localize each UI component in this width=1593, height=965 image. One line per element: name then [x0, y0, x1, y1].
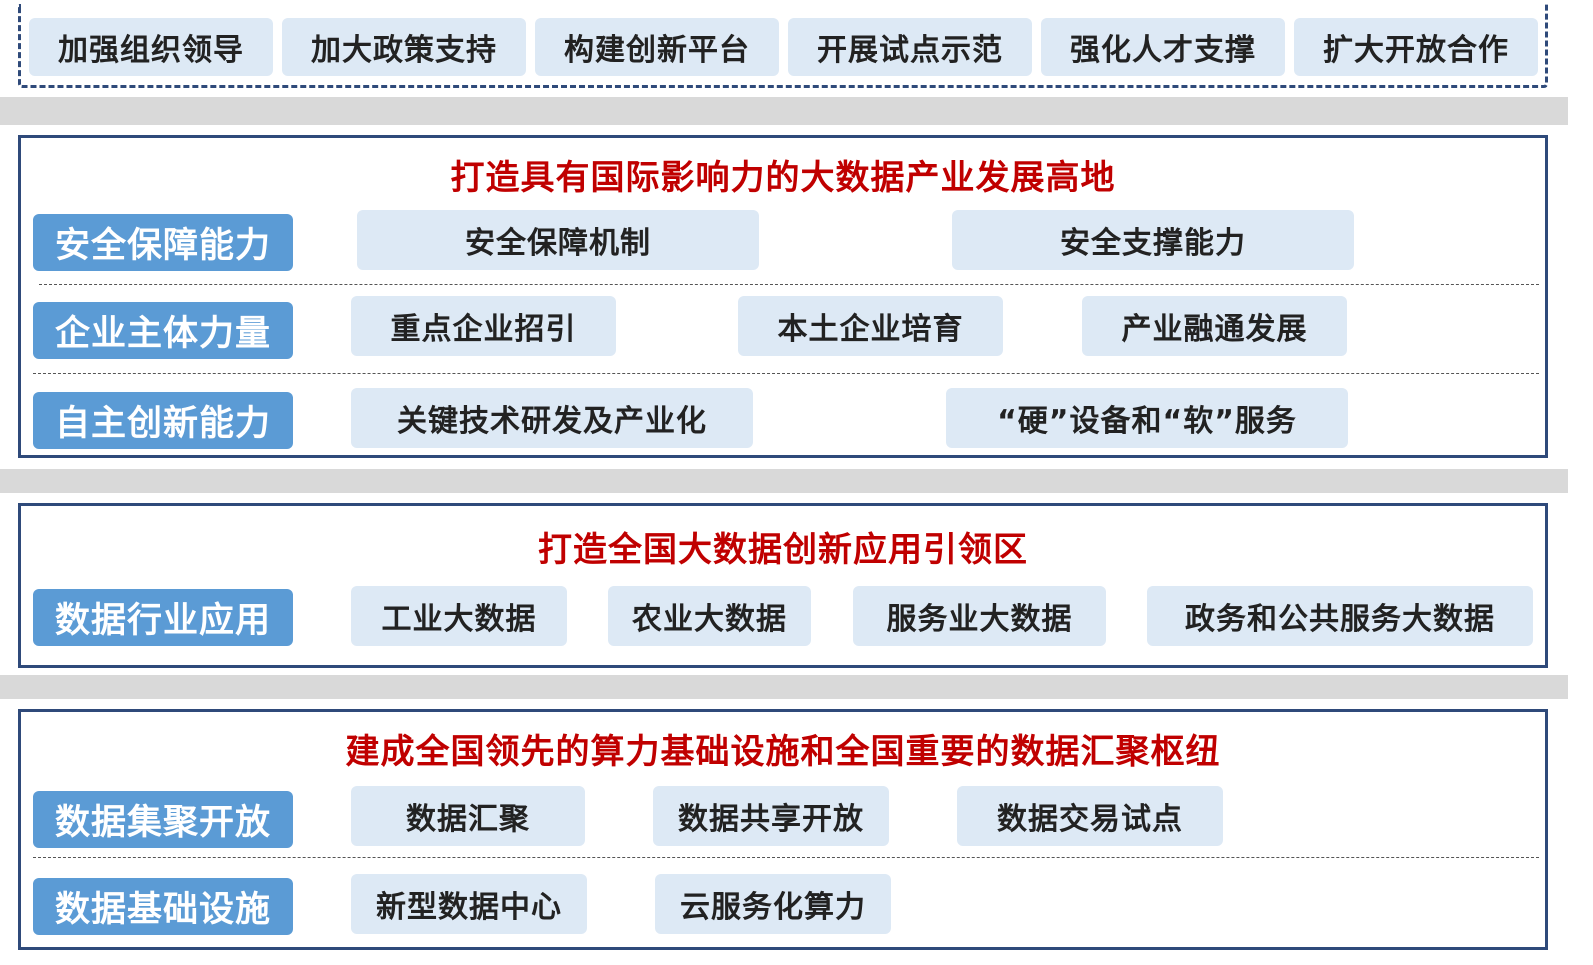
panel-title: 建成全国领先的算力基础设施和全国重要的数据汇聚枢纽: [345, 732, 1221, 772]
row-label: 数据行业应用: [33, 589, 293, 646]
row-divider: [33, 373, 1539, 374]
measure-item: 加强组织领导: [29, 18, 273, 76]
measure-item: 开展试点示范: [788, 18, 1032, 76]
row-item: 新型数据中心: [351, 874, 587, 934]
row-item: 服务业大数据: [853, 586, 1106, 646]
row-item: 本土企业培育: [738, 296, 1003, 356]
measure-item: 构建创新平台: [535, 18, 779, 76]
row-divider: [39, 284, 1539, 285]
panel-application-zone: 打造全国大数据创新应用引领区 数据行业应用 工业大数据 农业大数据 服务业大数据…: [18, 503, 1548, 668]
top-measures-strip: 加强组织领导 加大政策支持 构建创新平台 开展试点示范 强化人才支撑 扩大开放合…: [18, 4, 1548, 88]
row-item: 云服务化算力: [655, 874, 891, 934]
row-item: “硬”设备和“软”服务: [946, 388, 1348, 448]
row-item: 数据汇聚: [351, 786, 585, 846]
separator-band: [0, 469, 1568, 493]
row-item: 农业大数据: [608, 586, 811, 646]
row-label: 自主创新能力: [33, 392, 293, 449]
row-item: 安全保障机制: [357, 210, 759, 270]
row-item: 重点企业招引: [351, 296, 616, 356]
row-label: 数据集聚开放: [33, 791, 293, 848]
row-item: 关键技术研发及产业化: [351, 388, 753, 448]
panel-infrastructure-hub: 建成全国领先的算力基础设施和全国重要的数据汇聚枢纽 数据集聚开放 数据汇聚 数据…: [18, 709, 1548, 950]
separator-band: [0, 97, 1568, 125]
row-item: 安全支撑能力: [952, 210, 1354, 270]
row-item: 政务和公共服务大数据: [1147, 586, 1533, 646]
row-item: 工业大数据: [351, 586, 567, 646]
measure-item: 加大政策支持: [282, 18, 526, 76]
row-label: 安全保障能力: [33, 214, 293, 271]
separator-band: [0, 675, 1568, 699]
row-label: 企业主体力量: [33, 302, 293, 359]
row-item: 产业融通发展: [1082, 296, 1347, 356]
row-item: 数据共享开放: [653, 786, 889, 846]
row-item: 数据交易试点: [957, 786, 1223, 846]
panel-industry-highland: 打造具有国际影响力的大数据产业发展高地 安全保障能力 安全保障机制 安全支撑能力…: [18, 135, 1548, 458]
panel-title: 打造具有国际影响力的大数据产业发展高地: [450, 158, 1116, 198]
panel-title: 打造全国大数据创新应用引领区: [538, 530, 1028, 570]
measure-item: 强化人才支撑: [1041, 18, 1285, 76]
row-label: 数据基础设施: [33, 878, 293, 935]
measure-item: 扩大开放合作: [1294, 18, 1538, 76]
row-divider: [33, 857, 1539, 858]
